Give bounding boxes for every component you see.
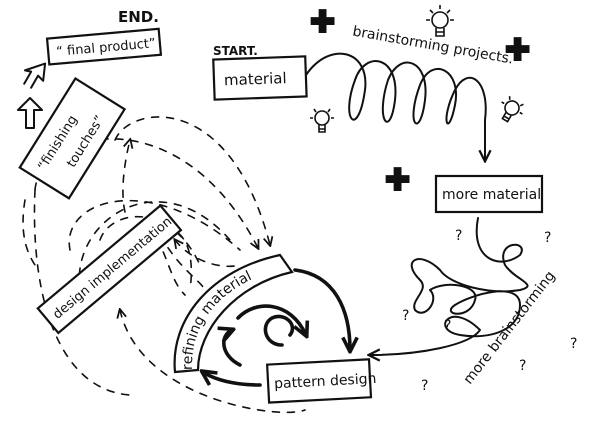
svg-text:?: ? xyxy=(421,378,428,394)
design-implementation-label: design implementation xyxy=(50,214,175,322)
material-label: material xyxy=(224,69,287,89)
end-label: END. xyxy=(118,8,159,26)
more-brainstorming-label: more brainstorming xyxy=(461,268,559,387)
lightbulb-icon xyxy=(310,5,524,133)
svg-text:?: ? xyxy=(570,336,577,352)
svg-text:?: ? xyxy=(544,230,551,246)
final-product-node: “ final product” xyxy=(45,27,163,66)
svg-text:✚: ✚ xyxy=(385,163,410,198)
svg-text:?: ? xyxy=(402,308,409,324)
finishing-touches-node: “finishing touches” xyxy=(18,77,127,200)
pattern-design-node: pattern design xyxy=(265,358,377,404)
refining-material-node: refining material xyxy=(173,253,294,374)
tangled-scribble xyxy=(370,217,529,355)
pattern-design-label: pattern design xyxy=(274,371,377,392)
more-material-node: more material xyxy=(434,174,544,214)
svg-text:✚: ✚ xyxy=(505,33,530,68)
dashed-feedback-loops xyxy=(22,116,306,414)
svg-text:✚: ✚ xyxy=(310,5,335,40)
brainstorming-spiral xyxy=(305,52,486,160)
more-material-label: more material xyxy=(442,187,541,203)
svg-text:?: ? xyxy=(444,318,451,334)
up-arrow-icon xyxy=(17,62,47,129)
cycle-arrows xyxy=(203,268,350,387)
question-marks: ? ? ? ? ? ? ? xyxy=(402,228,577,394)
x-mark-icon: ✚ ✚ ✚ xyxy=(309,4,531,199)
start-label: START. xyxy=(213,44,258,58)
svg-text:?: ? xyxy=(519,358,526,374)
design-implementation-node: design implementation xyxy=(36,204,183,335)
material-node: material xyxy=(212,55,308,101)
svg-text:?: ? xyxy=(455,228,462,244)
